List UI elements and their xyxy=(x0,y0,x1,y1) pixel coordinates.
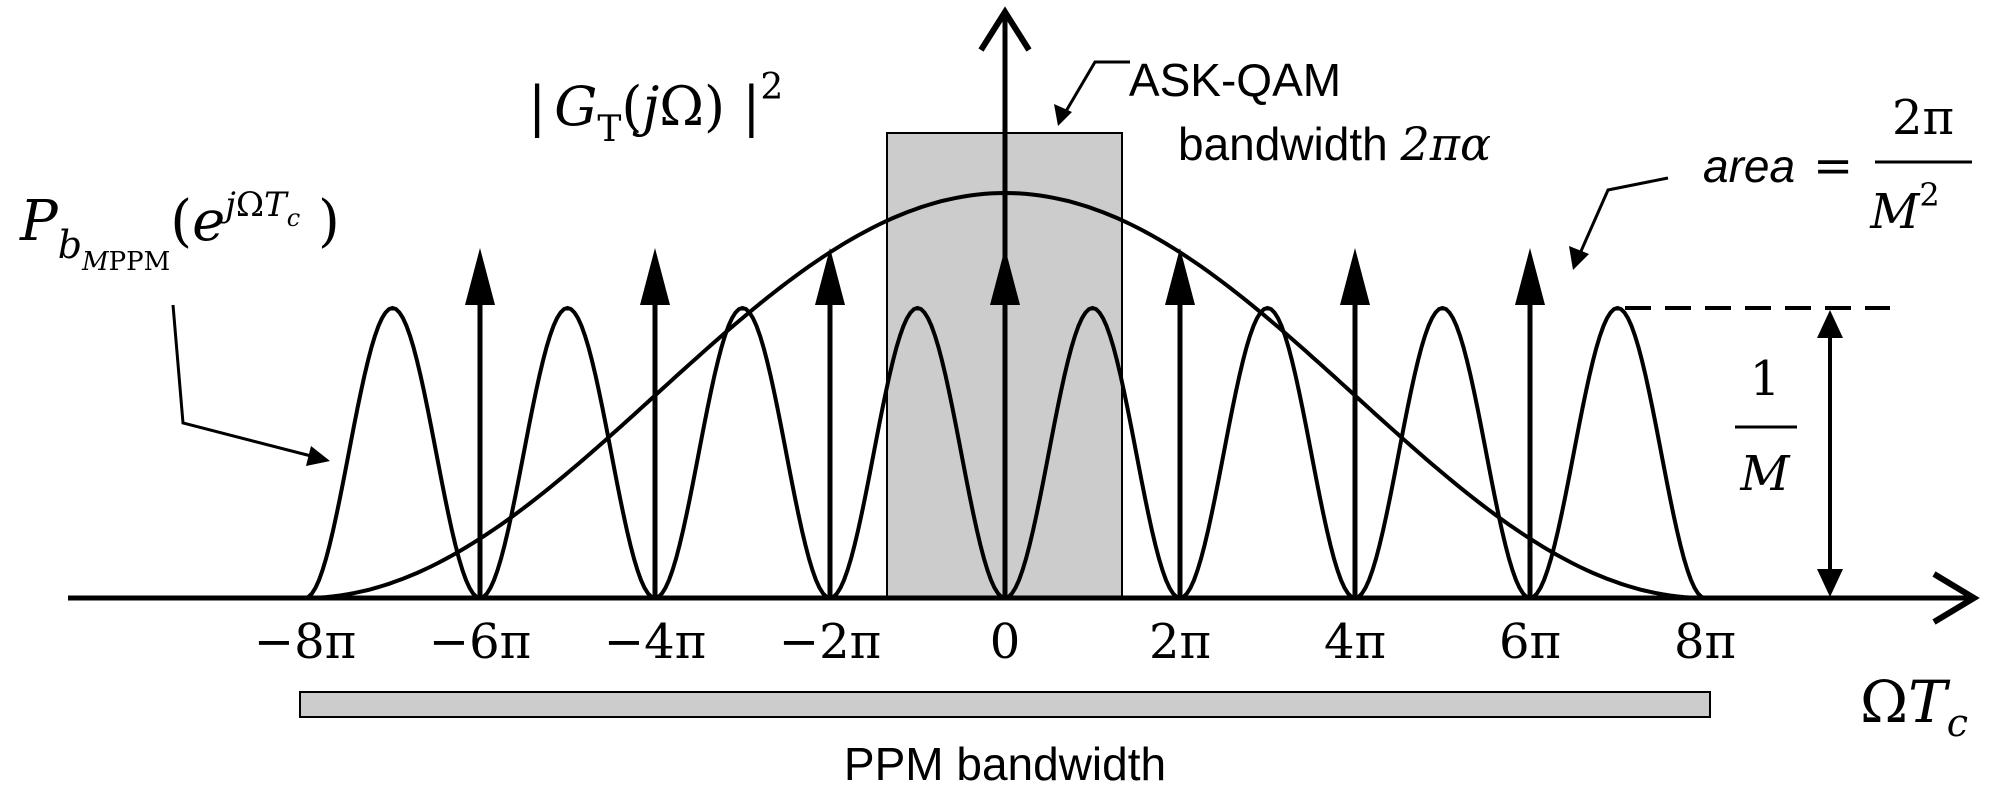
tick-label: 0 xyxy=(990,614,1021,670)
height-arrow-bottom xyxy=(1817,569,1843,597)
height-denominator: M xyxy=(1739,446,1791,502)
pb-pointer xyxy=(171,304,316,459)
askqam-title: ASK-QAM xyxy=(1129,54,1341,106)
tick-label: 6π xyxy=(1499,614,1561,670)
area-equals: = xyxy=(1813,138,1853,194)
height-numerator: 1 xyxy=(1750,351,1781,407)
area-denominator: M2 xyxy=(1869,176,1940,240)
tick-label: 8π xyxy=(1674,614,1736,670)
ppm-band-bar xyxy=(299,691,1711,718)
impulse-arrowhead xyxy=(1165,248,1195,305)
impulse-arrowhead xyxy=(1340,248,1370,305)
omega-axis-arrow xyxy=(1932,571,1980,625)
ppm-bandwidth-label: PPM bandwidth xyxy=(844,738,1166,790)
askqam-pointer xyxy=(1060,60,1130,119)
askqam-pointer-head xyxy=(1054,104,1072,126)
impulse-arrowhead xyxy=(990,248,1020,305)
impulse-arrowhead xyxy=(1515,248,1545,305)
tick-labels: −8π −6π −4π −2π 0 2π 4π 6π 8π xyxy=(254,614,1736,670)
gt-squared-label: |GT(jΩ) |2 xyxy=(528,67,783,150)
area-pointer-head xyxy=(1569,246,1589,270)
impulse-arrowhead xyxy=(640,248,670,305)
tick-label: 2π xyxy=(1149,614,1211,670)
tick-label: 4π xyxy=(1324,614,1386,670)
impulse-arrowhead xyxy=(465,248,495,305)
tick-label: −8π xyxy=(254,614,356,670)
askqam-bandwidth-label: bandwidth 2πα xyxy=(1178,117,1491,171)
height-arrow-top xyxy=(1817,310,1843,338)
pb-pointer-head xyxy=(306,446,330,466)
area-pointer xyxy=(1576,176,1669,259)
tick-label: −6π xyxy=(429,614,531,670)
vertical-axis-arrow xyxy=(978,6,1032,52)
area-numerator: 2π xyxy=(1892,90,1954,146)
impulse-arrowhead xyxy=(815,248,845,305)
pb-mppm-label: PbMPPM(ejΩTc ) xyxy=(19,185,340,277)
area-word: area xyxy=(1703,140,1795,192)
tick-label: −2π xyxy=(779,614,881,670)
omega-tc-label: ΩTc xyxy=(1860,668,1968,745)
tick-label: −4π xyxy=(604,614,706,670)
impulse-arrows xyxy=(465,248,1545,598)
